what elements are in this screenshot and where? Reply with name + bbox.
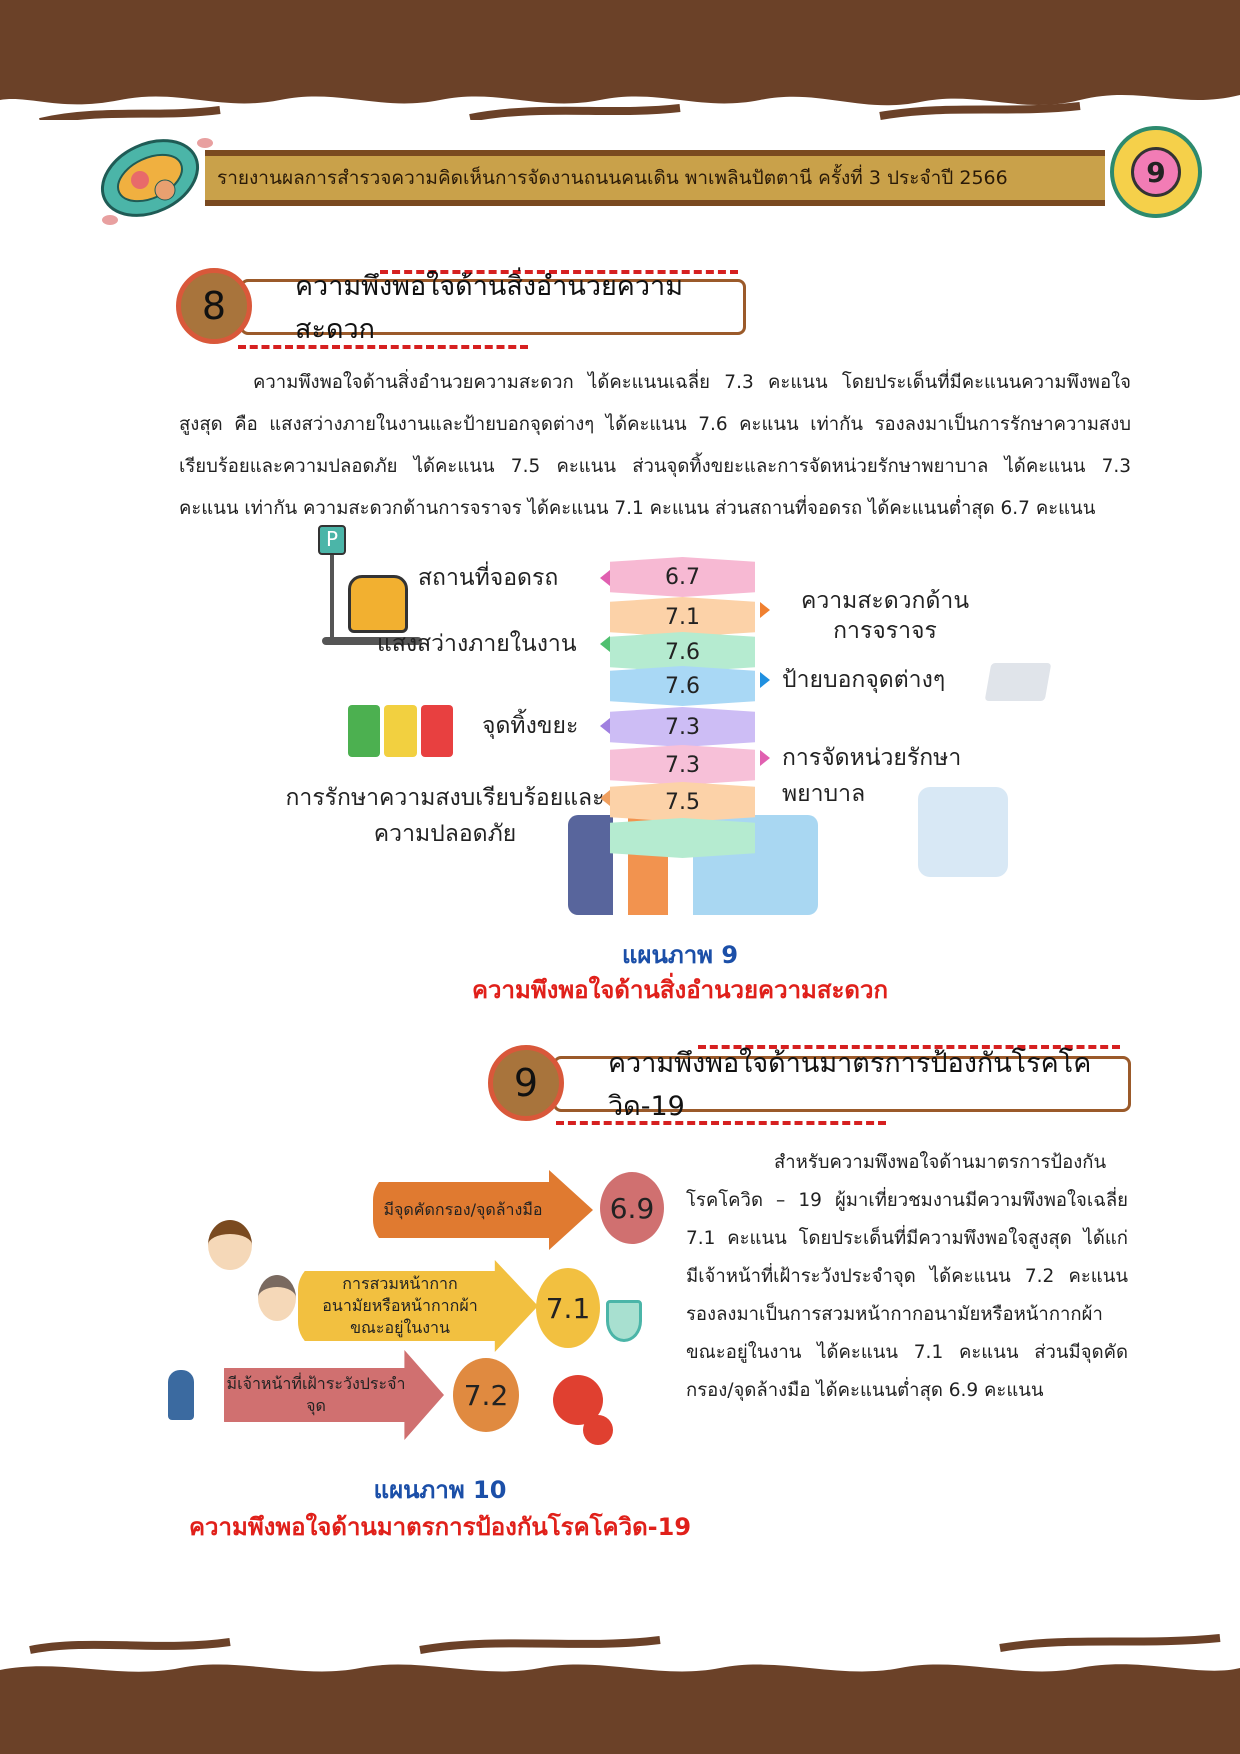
label-parking: สถานที่จอดรถ [418, 565, 559, 591]
block-lighting: 7.6 [610, 632, 755, 672]
top-wave-border [0, 0, 1240, 120]
block-base [610, 818, 755, 858]
report-title-banner: รายงานผลการสำรวจความคิดเห็นการจัดงานถนนค… [205, 150, 1105, 206]
report-title: รายงานผลการสำรวจความคิดเห็นการจัดงานถนนค… [217, 167, 1008, 189]
shield-check-icon [606, 1300, 642, 1342]
section-8-heading: ความพึงพอใจด้านสิ่งอำนวยความสะดวก [240, 271, 746, 345]
section-9-number: 9 [513, 1061, 539, 1105]
pointer-left [600, 718, 610, 734]
figure-10-number: แผนภาพ 10 [373, 1476, 507, 1504]
figure-9-number: แผนภาพ 9 [621, 941, 739, 969]
label-trash: จุดทิ้งขยะ [482, 713, 579, 739]
masked-person-icon [208, 1220, 252, 1270]
heading-dash-top [380, 270, 738, 274]
figure-9-title: ความพึงพอใจด้านสิ่งอำนวยความสะดวก [471, 976, 888, 1004]
value-trash: 7.3 [665, 714, 700, 740]
value-traffic: 7.1 [665, 604, 700, 630]
block-security: 7.5 [610, 782, 755, 822]
section-9-paragraph: สำหรับความพึงพอใจด้านมาตรการป้องกันโรคโค… [686, 1152, 1128, 1401]
section-9-number-badge: 9 [488, 1045, 564, 1121]
value-lighting: 7.6 [665, 639, 700, 665]
parking-ground [322, 637, 422, 645]
pointer-left [600, 636, 610, 652]
score-burst-staff: 7.2 [453, 1358, 519, 1432]
block-signage: 7.6 [610, 666, 755, 706]
label-lighting: แสงสว่างภายในงาน [377, 631, 577, 657]
bottom-wave-border [0, 1634, 1240, 1754]
figure-10-title: ความพึงพอใจด้านมาตรการป้องกันโรคโควิด-19 [188, 1513, 692, 1541]
block-trash: 7.3 [610, 707, 755, 747]
signboard-icon [984, 663, 1052, 701]
label-medical: การจัดหน่วยรักษาพยาบาล [782, 745, 962, 807]
pointer-right [760, 672, 770, 688]
green-bin-icon [348, 705, 381, 757]
score-burst-screening: 6.9 [600, 1172, 664, 1244]
page-number: 9 [1131, 147, 1181, 197]
car-icon [348, 575, 408, 633]
score-burst-masks: 7.1 [536, 1268, 600, 1348]
value-screening: 6.9 [609, 1191, 655, 1225]
pointer-right [760, 750, 770, 766]
label-security: การรักษาความสงบเรียบร้อยและความปลอดภัย [285, 785, 605, 847]
arrow-screening: มีจุดคัดกรอง/จุดล้างมือ [373, 1170, 593, 1250]
section-9-title: ความพึงพอใจด้านมาตรการป้องกันโรคโควิด-19 [608, 1048, 1092, 1122]
heading-dash-bottom [556, 1121, 886, 1125]
medical-kit-icon [918, 787, 1008, 877]
value-masks: 7.1 [545, 1291, 591, 1325]
decorative-ornament-icon [100, 138, 213, 225]
parking-sign-icon: P [318, 525, 346, 555]
virus-icon [553, 1375, 603, 1425]
value-signage: 7.6 [665, 673, 700, 699]
value-parking: 6.7 [665, 564, 700, 590]
pointer-right [760, 602, 770, 618]
red-bin-icon [420, 705, 453, 757]
section-8-title: ความพึงพอใจด้านสิ่งอำนวยความสะดวก [295, 271, 683, 345]
label-masks: การสวมหน้ากากอนามัยหรือหน้ากากผ้าขณะอยู่… [322, 1274, 478, 1337]
block-parking: 6.7 [610, 557, 755, 597]
label-screening: มีจุดคัดกรอง/จุดล้างมือ [383, 1200, 543, 1219]
block-medical: 7.3 [610, 745, 755, 785]
trash-bins-icon [348, 705, 453, 757]
pointer-left [600, 570, 610, 586]
parking-pole [330, 555, 334, 645]
masked-woman-icon [258, 1275, 296, 1321]
label-staff: มีเจ้าหน้าที่เฝ้าระวังประจำจุด [226, 1374, 406, 1415]
covid-measures-infographic: มีจุดคัดกรอง/จุดล้างมือ 6.9 การสวมหน้ากา… [168, 1150, 668, 1460]
yellow-bin-icon [384, 705, 417, 757]
arrow-staff: มีเจ้าหน้าที่เฝ้าระวังประจำจุด [224, 1350, 444, 1440]
arrow-masks: การสวมหน้ากากอนามัยหรือหน้ากากผ้าขณะอยู่… [298, 1260, 538, 1352]
page-number-badge: 9 [1110, 126, 1202, 218]
value-security: 7.5 [665, 789, 700, 815]
value-medical: 7.3 [665, 752, 700, 778]
heading-dash-top [698, 1045, 1120, 1049]
label-signage: ป้ายบอกจุดต่างๆ [782, 667, 946, 693]
section-8-paragraph: ความพึงพอใจด้านสิ่งอำนวยความสะดวก ได้คะแ… [179, 372, 1131, 519]
label-traffic: ความสะดวกด้านการจราจร [800, 588, 970, 644]
heading-dash-bottom [238, 345, 528, 349]
section-9-heading: ความพึงพอใจด้านมาตรการป้องกันโรคโควิด-19 [553, 1048, 1131, 1122]
pointer-left [600, 790, 610, 806]
block-traffic: 7.1 [610, 597, 755, 637]
value-staff: 7.2 [463, 1378, 509, 1412]
health-worker-icon [168, 1370, 194, 1420]
section-8-number-badge: 8 [176, 268, 252, 344]
section-8-number: 8 [201, 284, 227, 328]
